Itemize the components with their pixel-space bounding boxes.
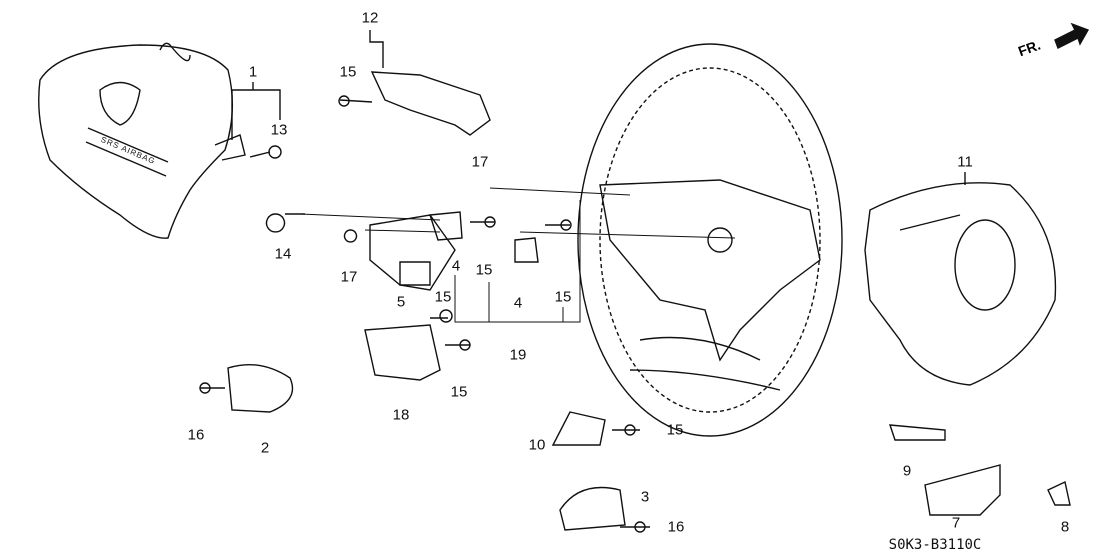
diagram-code: S0K3-B3110C xyxy=(888,537,982,553)
small-parts xyxy=(199,211,1071,533)
rear-cover xyxy=(864,172,1057,386)
callout-15: 15 xyxy=(450,383,468,401)
arrow-right-icon xyxy=(1054,22,1090,49)
callout-2: 2 xyxy=(260,439,270,457)
callout-18: 18 xyxy=(392,406,410,424)
callout-8: 8 xyxy=(1060,518,1070,536)
callout-10: 10 xyxy=(528,436,546,454)
callout-15: 15 xyxy=(434,288,452,306)
callout-19: 19 xyxy=(509,346,527,364)
callout-1: 1 xyxy=(248,63,258,81)
callout-4: 4 xyxy=(513,294,523,312)
callout-15: 15 xyxy=(339,63,357,81)
cruise-switch xyxy=(338,30,491,136)
callout-4: 4 xyxy=(451,257,461,275)
callout-11: 11 xyxy=(957,153,973,171)
callout-15: 15 xyxy=(475,261,493,279)
callout-7: 7 xyxy=(951,514,961,532)
callout-14: 14 xyxy=(274,245,292,263)
callout-5: 5 xyxy=(396,293,406,311)
callout-17: 17 xyxy=(340,268,358,286)
callout-3: 3 xyxy=(640,488,650,506)
callout-16: 16 xyxy=(187,426,205,444)
callout-9: 9 xyxy=(902,462,912,480)
steering-wheel xyxy=(577,43,843,437)
callout-16: 16 xyxy=(667,518,685,536)
callout-13: 13 xyxy=(270,121,288,139)
callout-17: 17 xyxy=(471,153,489,171)
callout-15: 15 xyxy=(554,288,572,306)
airbag-module xyxy=(38,42,246,239)
callout-12: 12 xyxy=(361,9,379,27)
callout-15: 15 xyxy=(666,421,684,439)
leader-line xyxy=(231,82,281,140)
